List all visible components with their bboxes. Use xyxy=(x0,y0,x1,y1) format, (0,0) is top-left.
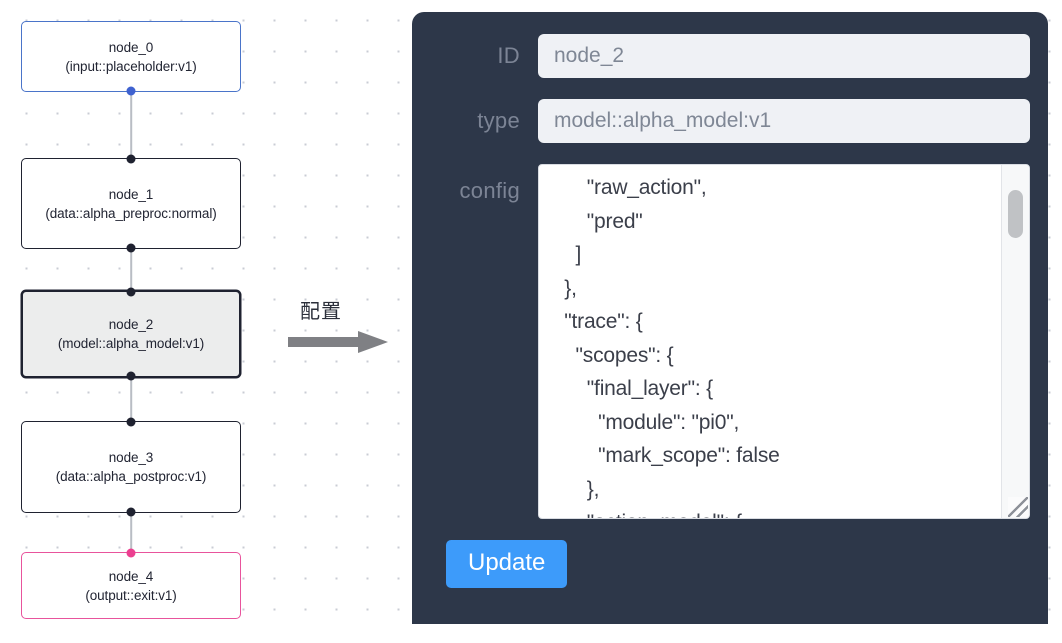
id-field-label: ID xyxy=(497,43,520,68)
node-handle-source-icon[interactable] xyxy=(126,507,136,517)
right-arrow-icon xyxy=(288,331,388,353)
edge-node1-node2 xyxy=(130,249,132,290)
edge-node2-node3 xyxy=(130,378,132,421)
graph-node-node_0[interactable]: node_0 (input::placeholder:v1) xyxy=(21,21,241,96)
type-field-row: type xyxy=(430,99,1030,143)
edge-node0-node1 xyxy=(130,92,132,158)
edge-node3-node4 xyxy=(130,513,132,552)
graph-node-node_2[interactable]: node_2 (model::alpha_model:v1) xyxy=(21,287,241,381)
graph-node-label: node_3 (data::alpha_postproc:v1) xyxy=(55,450,207,484)
config-field-row: config "raw_action", "pred" ] }, "trace"… xyxy=(430,164,1030,519)
node-handle-target-icon[interactable] xyxy=(126,548,136,558)
config-editor[interactable]: "raw_action", "pred" ] }, "trace": { "sc… xyxy=(538,164,1030,519)
type-input[interactable] xyxy=(538,99,1030,143)
graph-node-label: node_0 (input::placeholder:v1) xyxy=(65,39,197,74)
node-handle-source-icon[interactable] xyxy=(126,371,136,381)
graph-node-label: node_4 (output::exit:v1) xyxy=(85,568,177,603)
graph-node-node_3[interactable]: node_3 (data::alpha_postproc:v1) xyxy=(21,417,241,517)
resize-grip-icon[interactable] xyxy=(1008,497,1028,517)
type-field-label: type xyxy=(477,108,520,133)
annotation-arrow-group: 配置 xyxy=(288,295,398,365)
node-handle-target-icon[interactable] xyxy=(126,154,136,164)
node-handle-source-icon[interactable] xyxy=(126,243,136,253)
config-field-label: config xyxy=(459,178,520,203)
graph-node-label: node_2 (model::alpha_model:v1) xyxy=(57,317,205,351)
graph-node-node_1[interactable]: node_1 (data::alpha_preproc:normal) xyxy=(21,154,241,253)
id-field-row: ID xyxy=(430,34,1030,78)
node-config-panel: ID type config "raw_action", "pred" ] },… xyxy=(412,12,1048,624)
config-scrollbar-thumb[interactable] xyxy=(1008,190,1023,238)
config-textarea[interactable]: "raw_action", "pred" ] }, "trace": { "sc… xyxy=(564,176,780,518)
graph-node-label: node_1 (data::alpha_preproc:normal) xyxy=(45,186,217,221)
node-handle-target-icon[interactable] xyxy=(126,417,136,427)
graph-node-node_4[interactable]: node_4 (output::exit:v1) xyxy=(21,548,241,619)
node-handle-source-icon[interactable] xyxy=(126,86,136,96)
config-scrollbar[interactable] xyxy=(1001,165,1029,518)
update-button[interactable]: Update xyxy=(446,540,568,588)
node-handle-target-icon[interactable] xyxy=(126,287,136,297)
id-input[interactable] xyxy=(538,34,1030,78)
annotation-label: 配置 xyxy=(300,299,342,323)
